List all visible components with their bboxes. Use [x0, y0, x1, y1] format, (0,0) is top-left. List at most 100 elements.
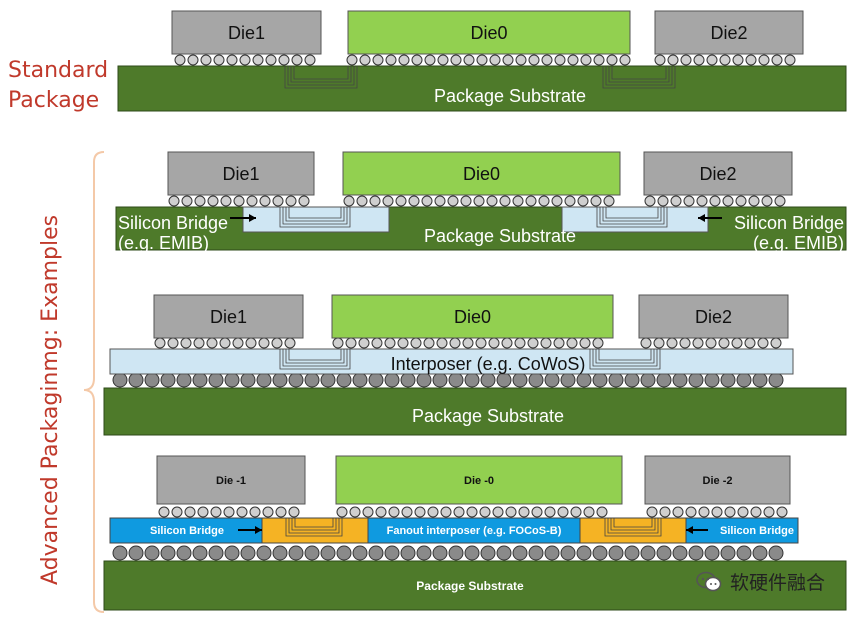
- die0: [347, 10, 631, 55]
- micro-bump: [514, 337, 526, 349]
- micro-bump: [239, 54, 251, 66]
- micro-bump: [593, 54, 605, 66]
- micro-bump: [424, 54, 436, 66]
- micro-bump: [284, 337, 296, 349]
- solder-ball: [208, 545, 224, 561]
- micro-bump: [590, 195, 602, 207]
- solder-ball: [336, 545, 352, 561]
- micro-bump: [408, 195, 420, 207]
- silicon-bridge-left-label: Silicon Bridge: [118, 213, 228, 233]
- cowos-row: Package Substrate Interposer (e.g. CoWoS)…: [103, 294, 847, 436]
- micro-bump: [193, 337, 205, 349]
- micro-bump: [388, 506, 400, 518]
- micro-bump: [776, 506, 788, 518]
- micro-bump: [553, 337, 565, 349]
- micro-bump: [398, 54, 410, 66]
- micro-bump: [577, 195, 589, 207]
- bridge-trace: [607, 518, 659, 534]
- micro-bump: [233, 195, 245, 207]
- interposer-label: Interposer (e.g. CoWoS): [391, 354, 586, 374]
- micro-bump: [670, 195, 682, 207]
- bridge-trace: [610, 518, 656, 531]
- micro-bump: [564, 195, 576, 207]
- solder-ball: [768, 545, 784, 561]
- micro-bump: [499, 195, 511, 207]
- package-substrate-label: Package Substrate: [416, 579, 524, 593]
- micro-bump: [288, 506, 300, 518]
- micro-bump: [774, 195, 786, 207]
- die1: [167, 151, 315, 196]
- micro-bump: [750, 506, 762, 518]
- micro-bump: [259, 195, 271, 207]
- micro-bump: [761, 195, 773, 207]
- bridge-trace: [605, 207, 659, 219]
- interposer-trace: [282, 349, 348, 367]
- micro-bump: [653, 337, 665, 349]
- micro-bump: [258, 337, 270, 349]
- micro-bump: [551, 195, 563, 207]
- micro-bump: [705, 337, 717, 349]
- solder-ball: [240, 545, 256, 561]
- micro-bump: [207, 195, 219, 207]
- solder-ball: [304, 545, 320, 561]
- micro-bump: [640, 337, 652, 349]
- advanced-bracket: [83, 151, 105, 613]
- micro-bump: [654, 54, 666, 66]
- micro-bump: [223, 506, 235, 518]
- micro-bump: [356, 195, 368, 207]
- micro-bump: [291, 54, 303, 66]
- micro-bump: [285, 195, 297, 207]
- micro-bump: [206, 337, 218, 349]
- solder-ball: [688, 372, 704, 388]
- solder-ball: [592, 372, 608, 388]
- bridge-trace: [596, 207, 668, 228]
- die1-label: Die1: [222, 164, 259, 184]
- micro-bump: [168, 195, 180, 207]
- substrate-trace: [608, 66, 670, 83]
- micro-bump: [488, 337, 500, 349]
- solder-ball: [720, 545, 736, 561]
- die2-label: Die2: [710, 23, 747, 43]
- solder-ball: [160, 372, 176, 388]
- advanced-packaging-label: Advanced Packaginmg: Examples: [38, 215, 63, 585]
- solder-ball: [544, 372, 560, 388]
- micro-bump: [171, 506, 183, 518]
- bridge-trace: [285, 207, 345, 222]
- micro-bump: [226, 54, 238, 66]
- solder-ball: [368, 545, 384, 561]
- micro-bump: [579, 337, 591, 349]
- die2-label: Die2: [699, 164, 736, 184]
- package-substrate-label: Package Substrate: [412, 406, 564, 426]
- micro-bump: [473, 195, 485, 207]
- solder-ball: [432, 372, 448, 388]
- solder-ball: [192, 372, 208, 388]
- solder-ball: [352, 545, 368, 561]
- micro-bump: [246, 195, 258, 207]
- solder-ball: [400, 372, 416, 388]
- solder-ball: [400, 545, 416, 561]
- micro-bump: [619, 54, 631, 66]
- micro-bump: [672, 506, 684, 518]
- micro-bump: [525, 195, 537, 207]
- micro-bump: [693, 54, 705, 66]
- micro-bump: [427, 506, 439, 518]
- solder-ball: [128, 545, 144, 561]
- micro-bump: [731, 337, 743, 349]
- micro-bump: [692, 337, 704, 349]
- solder-ball: [768, 372, 784, 388]
- micro-bump: [763, 506, 775, 518]
- micro-bump: [685, 506, 697, 518]
- solder-ball: [560, 545, 576, 561]
- bridge-trace: [602, 207, 662, 222]
- micro-bump: [436, 337, 448, 349]
- solder-ball: [224, 372, 240, 388]
- solder-ball: [464, 372, 480, 388]
- solder-ball: [128, 372, 144, 388]
- die-2-label: Die -2: [703, 475, 733, 487]
- solder-ball: [416, 545, 432, 561]
- standard-label-line2: Package: [8, 88, 100, 113]
- solder-ball: [144, 545, 160, 561]
- silicon-bridge-right-label: Silicon Bridge: [720, 525, 794, 537]
- micro-bump: [518, 506, 530, 518]
